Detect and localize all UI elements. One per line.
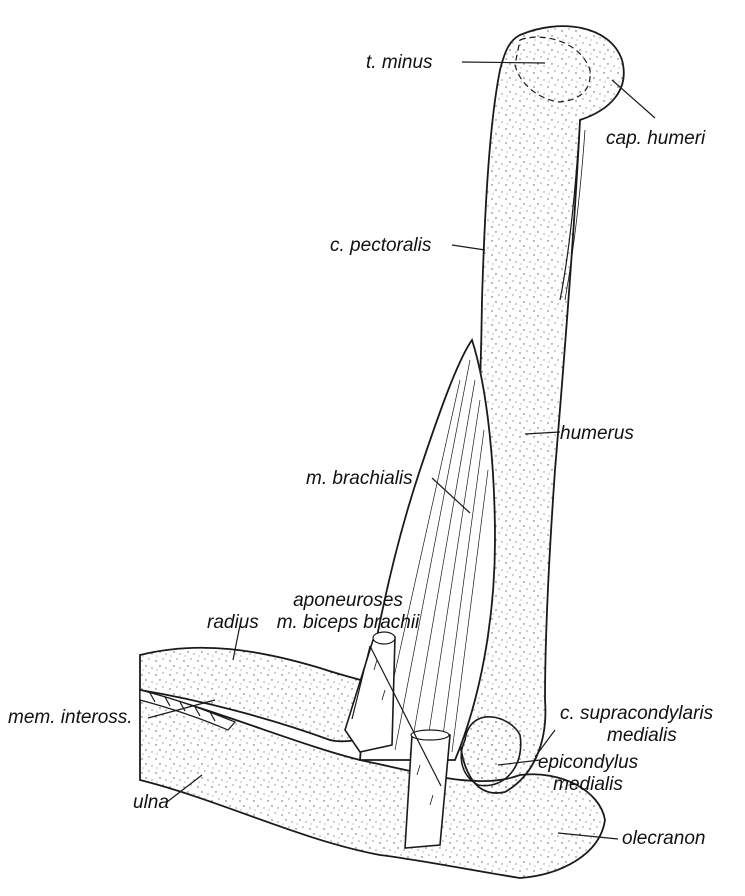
label-cap-humeri: cap. humeri bbox=[606, 128, 705, 150]
label-epicondylus-line2: medialis bbox=[533, 774, 643, 796]
label-mem-inteross: mem. inteross. bbox=[8, 707, 133, 729]
label-aponeuroses: aponeuroses m. biceps brachii bbox=[273, 590, 423, 634]
label-ulna: ulna bbox=[133, 792, 169, 814]
label-m-brachialis: m. brachialis bbox=[306, 468, 413, 490]
label-epicondylus-line1: epicondylus bbox=[533, 752, 643, 774]
label-t-minus: t. minus bbox=[366, 52, 433, 74]
label-radius: radius bbox=[207, 612, 259, 634]
label-aponeuroses-line1: aponeuroses bbox=[273, 590, 423, 612]
label-c-pectoralis: c. pectoralis bbox=[330, 235, 431, 257]
label-epicondylus-medialis: epicondylus medialis bbox=[533, 752, 643, 796]
label-c-supracondylaris-line2: medialis bbox=[560, 725, 713, 747]
label-c-supracondylaris-medialis: c. supracondylaris medialis bbox=[560, 703, 713, 747]
label-olecranon: olecranon bbox=[622, 828, 705, 850]
label-aponeuroses-line2: m. biceps brachii bbox=[273, 612, 423, 634]
label-c-supracondylaris-line1: c. supracondylaris bbox=[560, 703, 713, 725]
label-humerus: humerus bbox=[560, 423, 634, 445]
